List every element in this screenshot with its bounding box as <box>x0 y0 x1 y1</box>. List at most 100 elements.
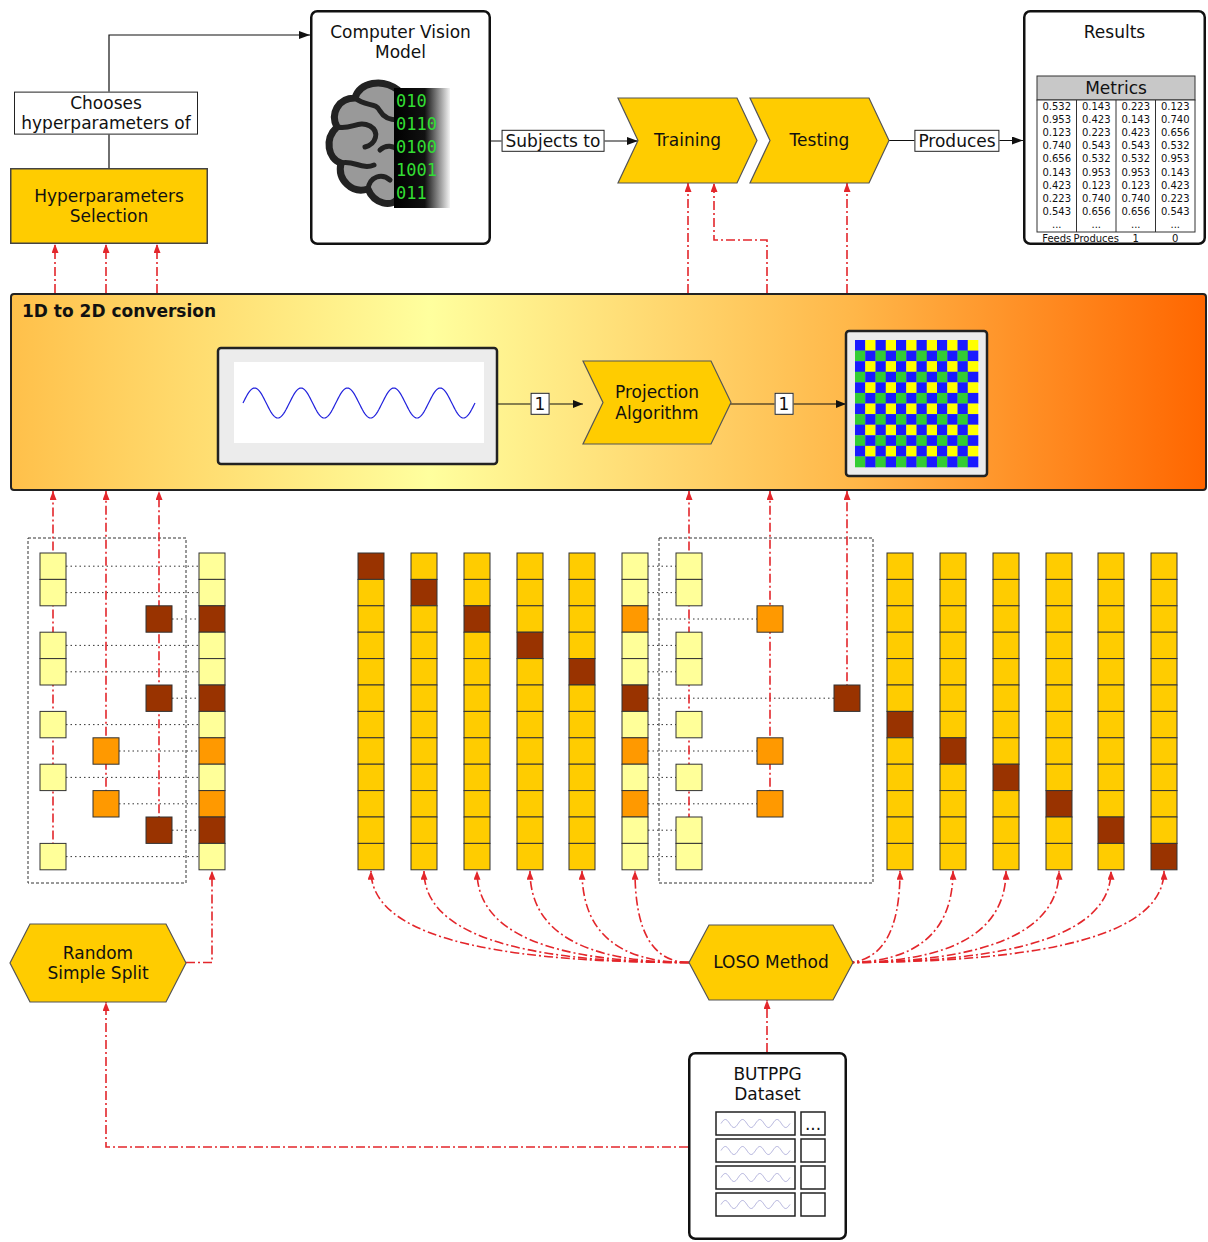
fold-cell <box>1151 553 1177 579</box>
sample-cell <box>676 632 702 658</box>
fold-cell <box>517 764 543 790</box>
fold-cell <box>993 764 1019 790</box>
pixel <box>968 351 979 362</box>
pixel <box>968 414 979 425</box>
sample-cell <box>676 843 702 869</box>
fold-cell <box>1151 817 1177 843</box>
table-cell: 0.123 <box>1121 181 1150 191</box>
fold-cell <box>411 791 437 817</box>
fold-cell <box>464 659 490 685</box>
binary-digits: 010 <box>396 91 427 111</box>
fold-cell <box>940 553 966 579</box>
table-cell: 0.532 <box>1121 154 1150 164</box>
pixel <box>927 351 938 362</box>
pixel <box>906 404 917 415</box>
pixel <box>917 435 928 446</box>
pixel <box>906 456 917 467</box>
fold-cell <box>1046 791 1072 817</box>
fold-cell <box>887 553 913 579</box>
table-header-cell <box>1037 76 1195 100</box>
fold-cell <box>411 659 437 685</box>
fold-cell <box>1098 659 1124 685</box>
pixel <box>937 446 948 457</box>
fold-cell <box>358 553 384 579</box>
pixel <box>855 425 866 436</box>
pixel <box>958 425 969 436</box>
fold-cell <box>993 579 1019 605</box>
dotted-link <box>119 751 199 752</box>
sample-cell <box>757 738 783 764</box>
flow-line <box>424 871 689 963</box>
pixel <box>896 351 907 362</box>
brain-fold <box>355 98 398 120</box>
pixel <box>865 340 876 351</box>
fold-cell <box>1098 579 1124 605</box>
fold-cell <box>411 553 437 579</box>
pixel <box>958 404 969 415</box>
fold-cell <box>622 685 648 711</box>
flow-line <box>530 871 689 963</box>
node-label: Testing <box>790 130 850 150</box>
brain-fold <box>337 124 376 147</box>
table-cell: 0.143 <box>1082 102 1111 112</box>
fold-cell <box>622 843 648 869</box>
table-cell: 0 <box>1172 234 1178 244</box>
fold-cell <box>940 579 966 605</box>
fold-cell <box>464 606 490 632</box>
pixel <box>855 414 866 425</box>
pixel <box>927 456 938 467</box>
sample-cell <box>199 553 225 579</box>
dotted-link <box>66 724 199 725</box>
fold-cell <box>358 659 384 685</box>
fold-cell <box>358 817 384 843</box>
chevron-outline <box>618 98 757 183</box>
pixel <box>947 393 958 404</box>
fold-cell <box>1098 738 1124 764</box>
sine-wave <box>243 388 475 418</box>
mini-wave <box>721 1120 790 1128</box>
binary-digits: 0110 <box>396 114 437 134</box>
pixel <box>865 425 876 436</box>
table-cell: 0.143 <box>1042 168 1071 178</box>
binary-digits: 0100 <box>396 137 437 157</box>
pixel <box>896 393 907 404</box>
fold-cell <box>517 579 543 605</box>
pixel <box>917 382 928 393</box>
fold-cell <box>411 711 437 737</box>
pixel <box>855 372 866 383</box>
pixel <box>937 414 948 425</box>
fold-cell <box>464 579 490 605</box>
pixel <box>876 351 887 362</box>
pixel <box>968 425 979 436</box>
mini-wave <box>721 1174 790 1182</box>
sample-cell <box>93 738 119 764</box>
sample-cell <box>199 764 225 790</box>
table-cell: 0.740 <box>1161 115 1190 125</box>
dotted-link <box>66 592 199 593</box>
conversion-band: Projection Algorithm1D to 2D conversion <box>10 293 1207 491</box>
pixel <box>886 393 897 404</box>
table-cell: 0.953 <box>1082 168 1111 178</box>
dotted-link <box>648 777 676 778</box>
fold-cell <box>569 659 595 685</box>
pixel <box>865 382 876 393</box>
pixel <box>958 382 969 393</box>
pixel <box>896 361 907 372</box>
table-cell: 0.953 <box>1161 154 1190 164</box>
record-signal <box>716 1139 795 1162</box>
fold-cell <box>358 764 384 790</box>
table-cell: 0.953 <box>1042 115 1071 125</box>
sample-cell <box>199 817 225 843</box>
pixel <box>876 404 887 415</box>
node-label: Hyperparameters Selection <box>18 186 200 227</box>
signal-plot <box>234 362 484 443</box>
sample-cell <box>676 711 702 737</box>
fold-cell <box>940 632 966 658</box>
fold-cell <box>622 817 648 843</box>
fold-cell <box>622 579 648 605</box>
pixel <box>886 382 897 393</box>
record-signal <box>716 1112 795 1135</box>
pixel <box>968 382 979 393</box>
sample-cell <box>40 843 66 869</box>
pixel <box>968 404 979 415</box>
